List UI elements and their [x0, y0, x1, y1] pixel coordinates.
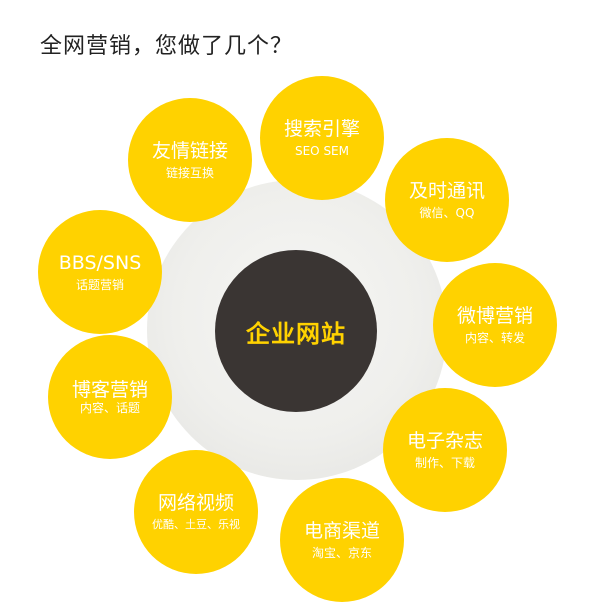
node-subtitle: SEO SEM	[294, 144, 349, 158]
node-bbs-sns[interactable]: BBS/SNS 话题营销	[38, 210, 162, 334]
node-title: BBS/SNS	[58, 252, 142, 274]
node-subtitle: 话题营销	[75, 278, 124, 292]
node-title: 及时通讯	[408, 180, 485, 202]
node-title: 微博营销	[456, 305, 533, 327]
node-e-magazine[interactable]: 电子杂志 制作、下载	[383, 388, 507, 512]
node-ecommerce-channels[interactable]: 电商渠道 淘宝、京东	[280, 478, 404, 602]
node-subtitle: 内容、话题	[79, 401, 140, 415]
node-subtitle: 微信、QQ	[419, 206, 475, 220]
node-subtitle: 制作、下载	[414, 456, 475, 470]
node-title: 友情链接	[151, 140, 228, 162]
node-title: 网络视频	[157, 492, 234, 514]
node-subtitle: 内容、转发	[464, 331, 525, 345]
node-search-engine[interactable]: 搜索引擎 SEO SEM	[260, 76, 384, 200]
center-node-enterprise-website[interactable]: 企业网站	[215, 250, 377, 412]
node-weibo-marketing[interactable]: 微博营销 内容、转发	[433, 263, 557, 387]
node-friend-links[interactable]: 友情链接 链接互换	[128, 98, 252, 222]
node-blog-marketing[interactable]: 博客营销 内容、话题	[48, 335, 172, 459]
node-subtitle: 链接互换	[165, 166, 214, 180]
page-title: 全网营销，您做了几个？	[40, 34, 294, 59]
node-title: 博客营销	[71, 379, 148, 401]
node-instant-messaging[interactable]: 及时通讯 微信、QQ	[385, 138, 509, 262]
node-subtitle: 优酷、土豆、乐视	[152, 518, 240, 531]
node-title: 搜索引擎	[283, 118, 360, 140]
node-title: 电商渠道	[303, 520, 380, 542]
center-node-label: 企业网站	[246, 319, 346, 348]
node-title: 电子杂志	[406, 430, 483, 452]
node-subtitle: 淘宝、京东	[311, 546, 372, 560]
node-online-video[interactable]: 网络视频 优酷、土豆、乐视	[134, 450, 258, 574]
